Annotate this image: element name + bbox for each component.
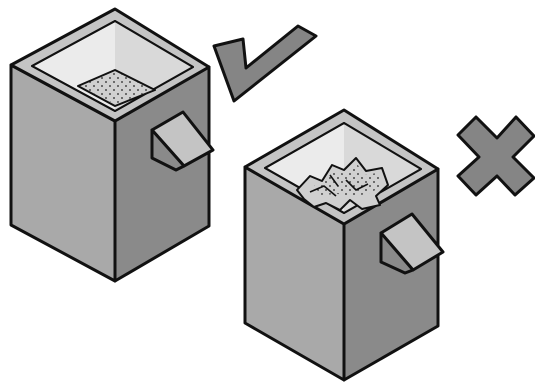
incorrect-fill-panel — [245, 110, 534, 380]
cross-mark-icon — [458, 117, 534, 195]
hopper-bin — [245, 110, 443, 380]
check-mark-icon — [214, 26, 316, 101]
hopper-bin — [11, 9, 213, 281]
